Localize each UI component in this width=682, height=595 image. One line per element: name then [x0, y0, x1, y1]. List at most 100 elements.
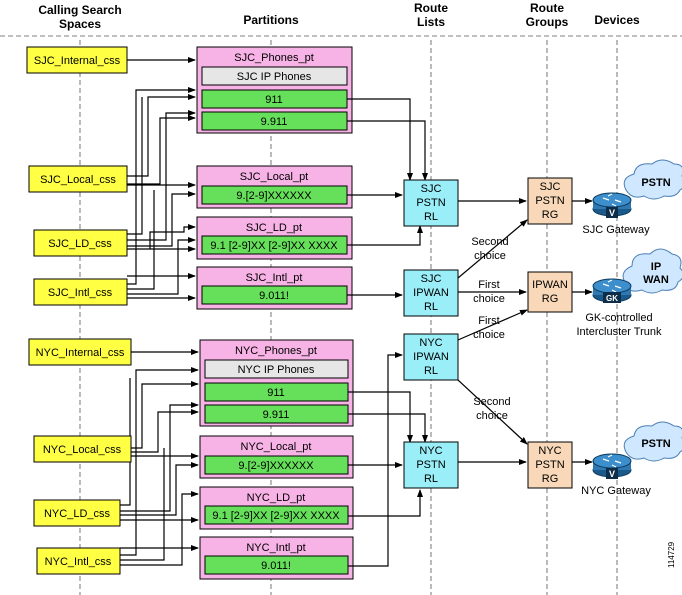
- route-list-nyc-pstn: NYC PSTN RL: [403, 441, 459, 489]
- partition-title: SJC_LD_pt: [246, 222, 302, 234]
- header-devices: Devices: [594, 13, 640, 27]
- device-label-nyc-gateway: NYC Gateway: [581, 485, 651, 497]
- gk-badge: GK: [606, 294, 618, 303]
- header-route-groups-line2: Groups: [526, 15, 569, 29]
- partition-title: NYC_LD_pt: [247, 492, 306, 504]
- route-list-nyc-ipwan: NYC IPWAN RL: [403, 333, 459, 381]
- partition-sjc-ld: SJC_LD_pt 9.1 [2-9]XX [2-9]XX XXXX: [196, 216, 353, 260]
- choice-label: First: [478, 315, 499, 327]
- css-label: NYC_LD_css: [44, 508, 111, 520]
- partition-nyc-ld: NYC_LD_pt 9.1 [2-9]XX [2-9]XX XXXX: [199, 486, 354, 530]
- pstn-cloud-icon: PSTN: [623, 421, 682, 462]
- calling-search-spaces: SJC_Internal_css SJC_Local_css SJC_LD_cs…: [26, 46, 132, 575]
- partition-title: NYC_Phones_pt: [235, 345, 317, 357]
- header-partitions: Partitions: [243, 13, 299, 27]
- route-list-sjc-ipwan: SJC IPWAN RL: [403, 269, 459, 317]
- cloud-label-line2: WAN: [643, 274, 669, 286]
- css-nyc-local: [33, 435, 132, 463]
- route-list-label: SJC: [421, 183, 442, 195]
- partition-title: SJC_Local_pt: [240, 171, 309, 183]
- gatekeeper-router-icon: GK: [592, 278, 632, 303]
- choice-label: choice: [473, 329, 505, 341]
- route-list-label: NYC: [419, 445, 442, 457]
- route-group-label: PSTN: [535, 195, 564, 207]
- partition-row: 9.[2-9]XXXXXX: [236, 190, 312, 202]
- partition-sjc-local: SJC_Local_pt 9.[2-9]XXXXXX: [196, 165, 353, 209]
- device-label-gk-line2: Intercluster Trunk: [577, 326, 662, 338]
- route-list-label: RL: [424, 365, 438, 377]
- ip-wan-cloud-icon: IP WAN: [622, 248, 682, 294]
- header-route-lists-line2: Lists: [417, 15, 445, 29]
- choice-label: choice: [474, 250, 506, 262]
- partition-row: NYC IP Phones: [238, 364, 315, 376]
- css-label: SJC_Intl_css: [48, 287, 113, 299]
- header-css-line2: Spaces: [59, 17, 101, 31]
- partition-title: NYC_Local_pt: [241, 441, 312, 453]
- partition-row: 9.911: [261, 116, 288, 128]
- css-sjc-internal: [26, 46, 128, 74]
- css-label: NYC_Internal_css: [36, 347, 125, 359]
- partition-sjc-phones: SJC_Phones_pt SJC IP Phones 911 9.911: [196, 46, 353, 134]
- route-lists: SJC PSTN RL SJC IPWAN RL NYC IPWAN RL NY…: [403, 179, 459, 489]
- choice-label: First: [478, 279, 499, 291]
- connectors-route-group-to-device: [572, 198, 593, 465]
- partition-row: 9.011!: [259, 290, 289, 302]
- partition-row: 9.011!: [261, 560, 291, 572]
- header-route-groups-line1: Route: [530, 1, 564, 15]
- connectors-partition-to-route-list: [347, 98, 428, 567]
- partition-sjc-intl: SJC_Intl_pt 9.011!: [196, 266, 353, 310]
- route-group-nyc-pstn: NYC PSTN RG: [527, 441, 573, 489]
- choice-label: Second: [473, 396, 510, 408]
- figure-number: 114729: [667, 541, 676, 568]
- route-group-label: RG: [542, 473, 559, 485]
- voice-badge: V: [609, 208, 615, 218]
- route-list-sjc-pstn: SJC PSTN RL: [403, 179, 459, 227]
- css-label: SJC_Local_css: [40, 174, 116, 186]
- css-sjc-local: [28, 165, 128, 193]
- route-group-label: PSTN: [535, 459, 564, 471]
- voice-badge: V: [609, 469, 615, 479]
- css-sjc-intl: [33, 278, 128, 306]
- partition-row: 9.1 [2-9]XX [2-9]XX XXXX: [210, 240, 338, 252]
- route-list-label: PSTN: [416, 197, 445, 209]
- partition-nyc-intl: NYC_Intl_pt 9.011!: [199, 536, 354, 580]
- choice-label: choice: [473, 293, 505, 305]
- pstn-cloud-icon: PSTN: [623, 159, 682, 200]
- cloud-label: PSTN: [641, 438, 670, 450]
- partition-title: NYC_Intl_pt: [246, 542, 305, 554]
- partition-nyc-phones: NYC_Phones_pt NYC IP Phones 911 9.911: [199, 339, 354, 427]
- cloud-label-line1: IP: [651, 261, 661, 273]
- css-nyc-ld: [33, 499, 121, 527]
- header-route-lists-line1: Route: [414, 1, 448, 15]
- route-list-label: NYC: [419, 337, 442, 349]
- device-label-gk-line1: GK-controlled: [585, 312, 652, 324]
- connectors-sjc: [127, 57, 196, 301]
- partition-title: SJC_Phones_pt: [234, 52, 314, 64]
- partition-title: SJC_Intl_pt: [246, 272, 303, 284]
- route-group-label: RG: [542, 209, 559, 221]
- connectors-route-list-to-route-group: [457, 198, 528, 465]
- route-list-label: RL: [424, 473, 438, 485]
- route-group-label: RG: [542, 293, 559, 305]
- css-label: NYC_Intl_css: [45, 556, 112, 568]
- route-groups: SJC PSTN RG IPWAN RG NYC PSTN RG: [527, 177, 573, 489]
- route-group-label: NYC: [538, 445, 561, 457]
- route-list-label: RL: [424, 301, 438, 313]
- connectors-nyc: [120, 349, 199, 566]
- device-label-sjc-gateway: SJC Gateway: [582, 224, 650, 236]
- choice-label: choice: [476, 410, 508, 422]
- css-sjc-ld: [33, 229, 128, 257]
- partition-row: 9.911: [263, 409, 290, 421]
- css-label: NYC_Local_css: [43, 444, 122, 456]
- route-list-label: IPWAN: [413, 351, 449, 363]
- route-group-label: IPWAN: [532, 279, 568, 291]
- route-group-label: SJC: [540, 181, 561, 193]
- column-headers: Calling Search Spaces Partitions Route L…: [38, 1, 640, 31]
- route-list-label: IPWAN: [413, 287, 449, 299]
- partition-row: 9.1 [2-9]XX [2-9]XX XXXX: [212, 510, 340, 522]
- choice-labels: Second choice First choice First choice …: [471, 236, 510, 422]
- router-icon: V: [592, 453, 632, 479]
- css-nyc-intl: [36, 547, 121, 575]
